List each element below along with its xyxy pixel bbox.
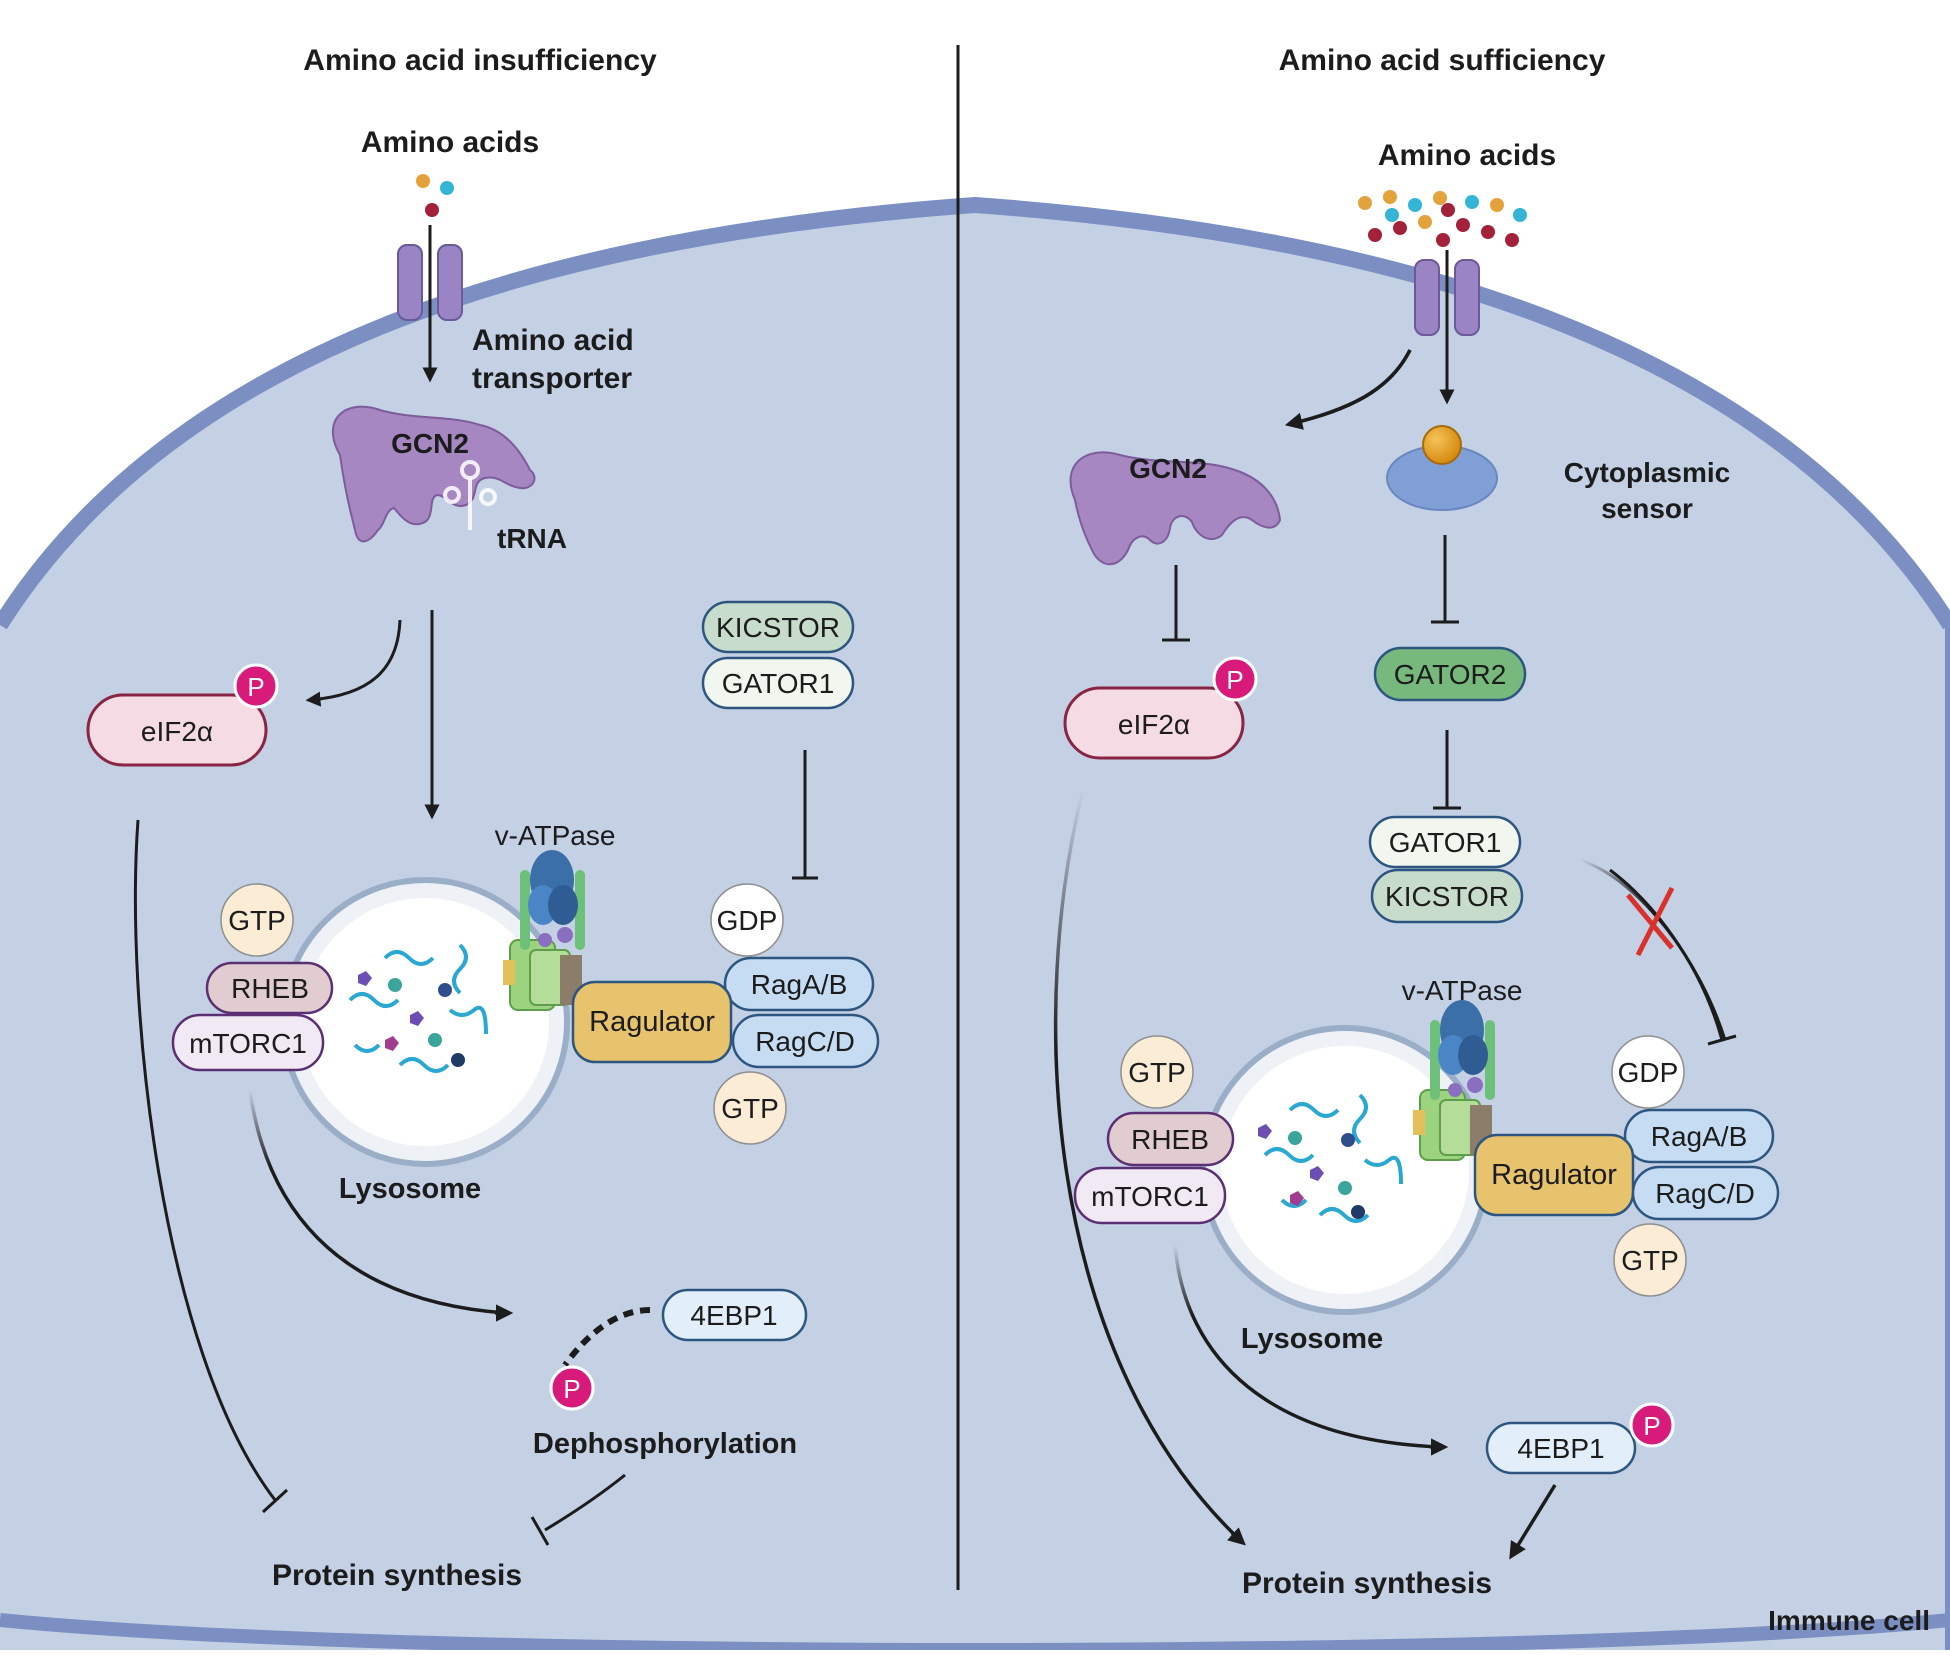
- right-4ebp1-label: 4EBP1: [1517, 1433, 1604, 1464]
- left-ragulator-label: Ragulator: [589, 1006, 715, 1038]
- right-ragulator-label: Ragulator: [1491, 1159, 1617, 1191]
- left-gcn2-label: GCN2: [391, 428, 469, 459]
- right-gcn2-label: GCN2: [1129, 453, 1207, 484]
- right-eif2a-phospho-label: P: [1226, 665, 1243, 695]
- left-eif2a: eIF2α P: [86, 663, 279, 767]
- left-lysosome: [280, 877, 570, 1167]
- left-kicstor-label: KICSTOR: [716, 612, 840, 643]
- left-rheb: RHEB: [205, 961, 334, 1015]
- right-gator1: GATOR1: [1368, 815, 1522, 869]
- left-mtorc1: mTORC1: [171, 1013, 325, 1072]
- right-blocked-x-icon: [1626, 886, 1675, 957]
- right-gator1-label: GATOR1: [1389, 827, 1502, 858]
- left-gcn2-icon: [331, 405, 536, 543]
- left-amino-acids-label: Amino acids: [361, 126, 539, 159]
- right-rheb-label: RHEB: [1131, 1124, 1209, 1155]
- right-ragulator: Ragulator: [1473, 1133, 1635, 1217]
- left-4ebp1-phospho: P: [549, 1365, 595, 1411]
- right-sensor-label-2: sensor: [1601, 493, 1693, 524]
- right-lysosome-label: Lysosome: [1241, 1323, 1383, 1355]
- left-kicstor: KICSTOR: [701, 600, 855, 654]
- left-ragc-d: RagC/D: [731, 1013, 880, 1069]
- left-rheb-label: RHEB: [231, 973, 309, 1004]
- right-gator2: GATOR2: [1373, 646, 1527, 702]
- right-cytoplasmic-sensor-icon: [1386, 425, 1498, 511]
- right-kicstor-label: KICSTOR: [1385, 881, 1509, 912]
- left-ragulator: Ragulator: [571, 980, 733, 1064]
- left-eif2a-phospho-icon: [233, 663, 279, 709]
- right-4ebp1-phospho-label: P: [1643, 1411, 1660, 1441]
- right-eif2a: eIF2α P: [1063, 656, 1258, 760]
- left-vatpase-icon: [503, 850, 585, 1011]
- right-sensor-label-1: Cytoplasmic: [1564, 457, 1731, 488]
- right-rheb: RHEB: [1106, 1111, 1235, 1167]
- right-amino-acid-dots: [1358, 190, 1527, 247]
- left-gtp-top: GTP: [220, 883, 294, 957]
- left-gtp-bottom: GTP: [713, 1071, 787, 1145]
- right-panel: Amino acid sufficiency Amino acids: [1053, 44, 1780, 1600]
- right-mtorc1: mTORC1: [1073, 1166, 1227, 1225]
- left-eif2a-phospho-label: P: [247, 672, 264, 702]
- left-gdp: GDP: [710, 883, 784, 957]
- left-eif2a-label: eIF2α: [141, 716, 213, 747]
- right-mtorc1-label: mTORC1: [1091, 1181, 1209, 1212]
- right-gtp-top-label: GTP: [1128, 1057, 1186, 1088]
- right-eif2a-label: eIF2α: [1118, 709, 1190, 740]
- cell-membrane: [0, 196, 1950, 630]
- right-gdp: GDP: [1611, 1035, 1685, 1109]
- cell-body: [0, 205, 1950, 1650]
- right-ragc-d: RagC/D: [1631, 1165, 1780, 1221]
- right-4ebp1: 4EBP1 P: [1485, 1402, 1675, 1475]
- left-raga-b: RagA/B: [723, 956, 875, 1012]
- left-gdp-label: GDP: [717, 905, 778, 936]
- left-4ebp1-label: 4EBP1: [690, 1300, 777, 1331]
- left-4ebp1: 4EBP1: [661, 1288, 808, 1342]
- right-raga-b-label: RagA/B: [1651, 1121, 1748, 1152]
- immune-cell-label: Immune cell: [1768, 1605, 1930, 1636]
- left-gator1: GATOR1: [701, 656, 855, 710]
- right-4ebp1-phospho-icon: [1629, 1402, 1675, 1448]
- right-vatpase-icon: [1413, 1000, 1495, 1161]
- right-amino-acids-label: Amino acids: [1378, 139, 1556, 172]
- right-kicstor: KICSTOR: [1370, 868, 1524, 924]
- left-gator1-label: GATOR1: [722, 668, 835, 699]
- left-amino-acid-transporter-icon: [397, 244, 463, 321]
- right-title: Amino acid sufficiency: [1279, 44, 1606, 77]
- right-lysosome-contents: [1258, 1093, 1403, 1223]
- right-ragc-d-label: RagC/D: [1655, 1178, 1755, 1209]
- right-gtp-bottom-label: GTP: [1621, 1245, 1679, 1276]
- right-sensor-amino-acid-icon: [1422, 425, 1462, 465]
- left-trna-label: tRNA: [497, 523, 567, 554]
- left-panel: Amino acid insufficiency Amino acids Ami…: [86, 44, 880, 1592]
- left-amino-acid-dots: [416, 174, 454, 217]
- right-amino-acid-transporter-icon: [1414, 259, 1480, 336]
- right-lysosome: [1200, 1025, 1490, 1315]
- right-gtp-bottom: GTP: [1613, 1223, 1687, 1297]
- right-gdp-label: GDP: [1618, 1057, 1679, 1088]
- left-raga-b-label: RagA/B: [751, 969, 848, 1000]
- left-vatpase-label: v-ATPase: [495, 820, 616, 851]
- left-trna-icon: [443, 460, 497, 530]
- right-raga-b: RagA/B: [1623, 1108, 1775, 1164]
- left-4ebp1-phospho-label: P: [563, 1374, 580, 1404]
- right-gator2-label: GATOR2: [1394, 659, 1507, 690]
- left-dephosphorylation-label: Dephosphorylation: [533, 1428, 797, 1460]
- left-lysosome-label: Lysosome: [339, 1173, 481, 1205]
- right-protein-synthesis-label: Protein synthesis: [1242, 1567, 1492, 1600]
- left-4ebp1-phospho-icon: [549, 1365, 595, 1411]
- left-gtp-bottom-label: GTP: [721, 1093, 779, 1124]
- left-lysosome-contents: [348, 943, 488, 1073]
- left-transporter-label-1: Amino acid: [472, 324, 634, 357]
- right-gcn2-icon: [1069, 451, 1282, 566]
- right-eif2a-phospho-icon: [1212, 656, 1258, 702]
- left-gtp-top-label: GTP: [228, 905, 286, 936]
- right-gtp-top: GTP: [1120, 1035, 1194, 1109]
- left-protein-synthesis-label: Protein synthesis: [272, 1559, 522, 1592]
- left-mtorc1-label: mTORC1: [189, 1028, 307, 1059]
- left-title: Amino acid insufficiency: [303, 44, 657, 77]
- left-transporter-label-2: transporter: [472, 362, 632, 395]
- left-ragc-d-label: RagC/D: [755, 1026, 855, 1057]
